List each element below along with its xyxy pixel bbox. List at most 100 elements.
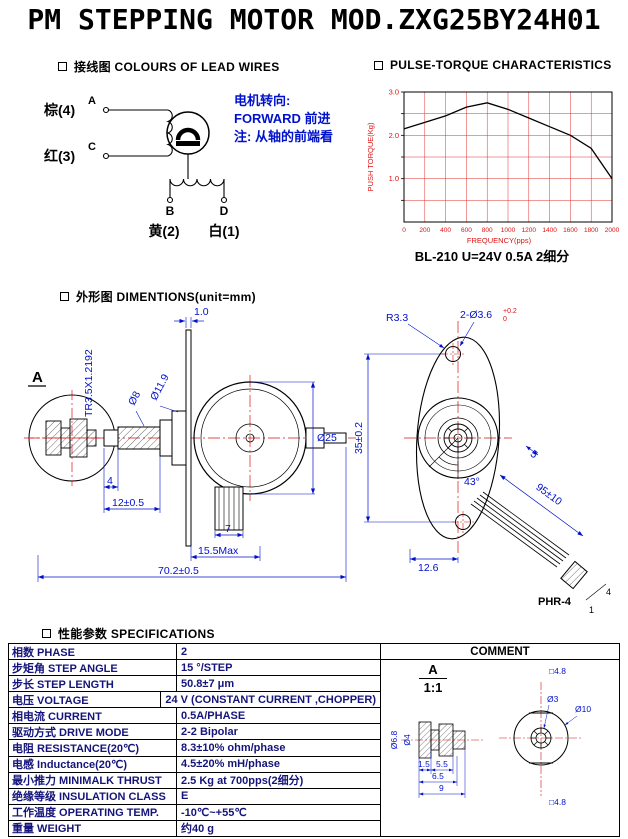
terminal-b-label: B	[166, 204, 175, 218]
dim-l65: 6.5	[432, 771, 444, 781]
motor-symbol	[166, 111, 210, 155]
spec-value: 2-2 Bipolar	[181, 725, 238, 738]
dim-len155: 15.5Max	[198, 545, 239, 557]
dim-sq-bot: □4.8	[549, 797, 566, 807]
spec-value: 0.5A/PHASE	[181, 709, 246, 722]
wiring-diagram: 棕(4) A 红(3) C B D 黄(2) 白(1) 电机转向:	[43, 93, 333, 239]
phase-bd-coil	[169, 178, 225, 187]
phase-ac-coil	[166, 109, 173, 157]
spec-value: -10℃~+55℃	[181, 806, 247, 819]
pin4-label: 4	[606, 587, 611, 597]
svg-text:200: 200	[419, 227, 430, 234]
comment-detail-drawing: Ø6.8 Ø4 1.5 5.5 6.5 9	[389, 666, 591, 807]
svg-text:FREQUENCY(pps): FREQUENCY(pps)	[467, 236, 532, 245]
svg-text:1000: 1000	[501, 227, 516, 234]
specs-section-heading: 性能参数 SPECIFICATIONS	[42, 625, 215, 642]
spec-value: 4.5±20% mH/phase	[181, 758, 280, 771]
dims-section-heading: 外形图 DIMENTIONS(unit=mm)	[60, 288, 256, 305]
dim-boss-dia: Ø11.9	[148, 372, 172, 402]
dim-holes-tol-top: +0.2	[503, 308, 517, 315]
dim-wire-len: 95±10	[533, 481, 564, 508]
spec-value: 8.3±10% ohm/phase	[181, 742, 286, 754]
bushing-front-view	[499, 682, 583, 796]
lead-white-label: 白(1)	[208, 223, 239, 239]
connector-label: PHR-4	[538, 596, 572, 608]
svg-text:400: 400	[440, 227, 451, 234]
page-title: PM STEPPING MOTOR MOD.ZXG25BY24H01	[27, 3, 601, 36]
comment-header: COMMENT	[381, 644, 619, 660]
section-marker-icon	[60, 292, 69, 301]
dim-sq-top: □4.8	[549, 666, 566, 676]
spec-label: 电压 VOLTAGE	[9, 692, 162, 708]
spec-label: 步矩角 STEP ANGLE	[9, 660, 177, 676]
table-row: 工作温度 OPERATING TEMP. -10℃~+55℃	[9, 804, 380, 821]
dim-len4: 4	[107, 475, 113, 487]
spec-value: 15 °/STEP	[181, 661, 233, 674]
pin1-label: 1	[589, 605, 594, 615]
dim-l55: 5.5	[436, 759, 448, 769]
table-row: 步矩角 STEP ANGLE 15 °/STEP	[9, 660, 380, 677]
leadscrew-shaft	[117, 426, 161, 450]
specs-heading-text: 性能参数 SPECIFICATIONS	[58, 627, 215, 641]
spec-label: 相数 PHASE	[9, 644, 177, 660]
dim-d3: Ø3	[547, 694, 559, 704]
lead-brown-label: 棕(4)	[43, 102, 75, 118]
spec-label: 电感 Inductance(20℃)	[9, 756, 177, 772]
comment-column: COMMENT A 1:1	[381, 644, 619, 836]
front-boss	[171, 410, 187, 466]
dim-angle: 43°	[464, 476, 480, 488]
svg-text:1.0: 1.0	[389, 174, 399, 183]
dim-total-len: 70.2±0.5	[158, 565, 199, 577]
terminal-c-node	[102, 152, 110, 160]
svg-text:800: 800	[482, 227, 493, 234]
shaft-tip	[103, 429, 119, 447]
table-row: 电阻 RESISTANCE(20℃) 8.3±10% ohm/phase	[9, 740, 380, 757]
dim-d68: Ø6.8	[389, 731, 399, 750]
spec-value: 24 V (CONSTANT CURRENT ,CHOPPER)	[165, 693, 376, 706]
dim-shaft-dia: Ø8	[126, 389, 143, 407]
detail-a-label: A	[32, 369, 43, 386]
front-view-dimensions: R3.3 2-Ø3.6 +0.2 0 43° 12.6 95±10 5 PHR-…	[386, 308, 611, 615]
dim-holes-tol-bot: 0	[503, 316, 507, 323]
section-marker-icon	[374, 60, 383, 70]
dim-flange-thickness: 1.0	[194, 306, 209, 318]
terminal-a-node	[102, 106, 110, 114]
dim-l9: 9	[439, 783, 444, 793]
chart-heading-text: PULSE-TORQUE CHARACTERISTICS	[390, 58, 612, 72]
spec-label: 驱动方式 DRIVE MODE	[9, 724, 177, 740]
lead-yellow-label: 黄(2)	[148, 223, 179, 239]
front-detail-dimensions: □4.8 □4.8 Ø3 Ø10	[543, 666, 591, 807]
dim-len7: 7	[225, 523, 231, 535]
svg-text:1400: 1400	[542, 227, 557, 234]
svg-text:2000: 2000	[605, 227, 620, 234]
rotation-note-line1: 电机转向:	[234, 93, 290, 108]
stator-glyph	[176, 141, 200, 146]
spec-label: 工作温度 OPERATING TEMP.	[9, 804, 177, 820]
rotor-glyph	[175, 127, 201, 141]
dim-thread: TR3.5X1.2192	[83, 349, 95, 417]
chart-caption: BL-210 U=24V 0.5A 2细分	[414, 249, 570, 264]
svg-text:3.0: 3.0	[389, 88, 399, 97]
terminal-c-label: C	[88, 141, 96, 153]
fraction-line	[419, 678, 447, 679]
detail-scale-callout: A 1:1	[417, 662, 449, 695]
svg-text:PUSH TORQUE(Kg): PUSH TORQUE(Kg)	[366, 122, 375, 191]
lead-red-label: 红(3)	[44, 148, 75, 164]
dim-radius: R3.3	[386, 312, 408, 324]
dim-l15: 1.5	[418, 759, 430, 769]
spec-label: 绝缘等级 INSULATION CLASS	[9, 788, 177, 804]
svg-text:1600: 1600	[563, 227, 578, 234]
rear-shaft	[323, 432, 347, 444]
spec-label: 步长 STEP LENGTH	[9, 676, 177, 692]
dim-body-dia: Ø25	[317, 432, 337, 444]
terminal-b-node	[166, 196, 174, 204]
spec-label: 电阻 RESISTANCE(20℃)	[9, 740, 177, 756]
